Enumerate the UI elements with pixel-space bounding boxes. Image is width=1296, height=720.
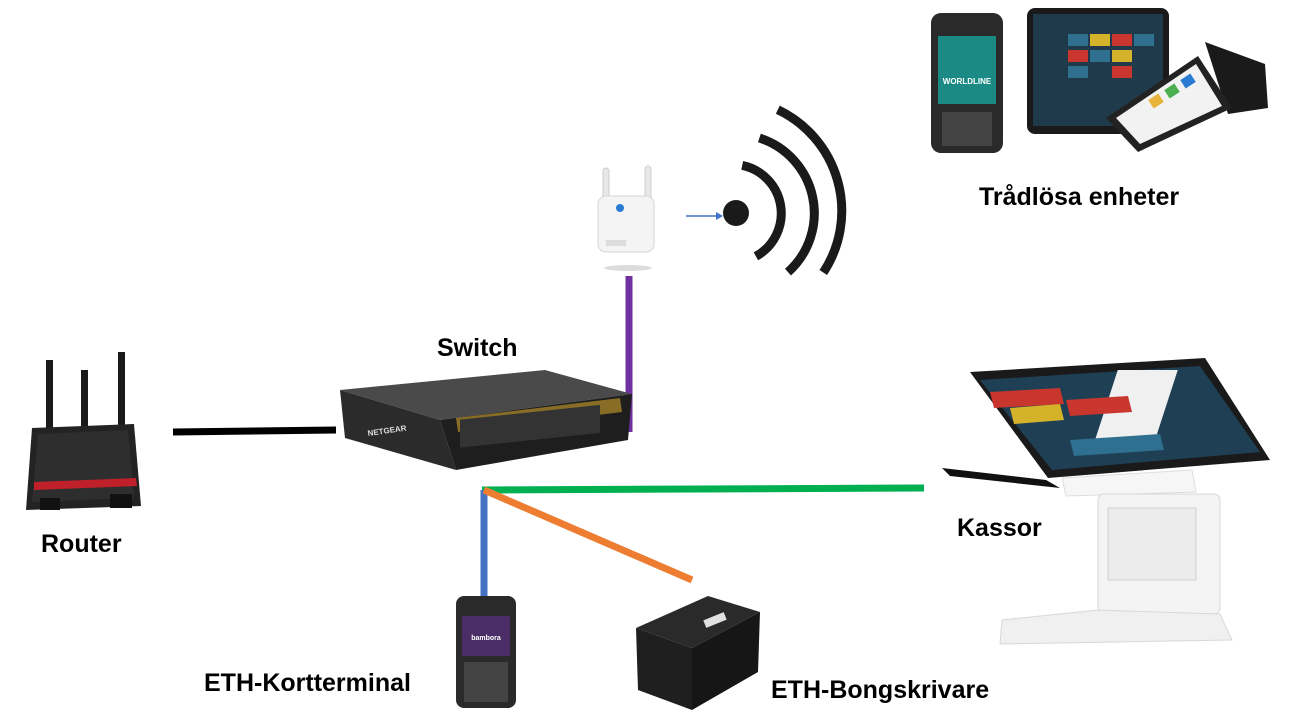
wifi-signal-icon [686, 105, 847, 276]
label-registers: Kassor [957, 514, 1042, 542]
link-switch-registers [481, 484, 925, 494]
wireless-handheld-pos [1106, 42, 1268, 152]
card-terminal-brand: bambora [471, 635, 501, 642]
label-switch: Switch [437, 334, 518, 362]
eth-card-terminal-device: bambora [456, 596, 516, 708]
switch-ports [460, 404, 600, 448]
switch-device: NETGEAR [340, 370, 632, 470]
router-device [26, 352, 141, 510]
label-wireless-devices: Trådlösa enheter [979, 183, 1180, 211]
label-eth-card-terminal: ETH-Kortterminal [204, 669, 411, 697]
access-point-device [597, 165, 655, 271]
link-router-switch [172, 426, 337, 436]
pos-register-device [942, 358, 1270, 645]
wireless-devices-group: WORLDLINE [931, 8, 1268, 153]
label-eth-receipt-printer: ETH-Bongskrivare [771, 676, 990, 704]
link-switch-receipt-printer [482, 486, 694, 584]
wireless-terminal-brand: WORLDLINE [943, 77, 992, 86]
label-router: Router [41, 530, 122, 558]
eth-receipt-printer-device [636, 596, 760, 710]
wireless-card-terminal: WORLDLINE [931, 13, 1003, 153]
